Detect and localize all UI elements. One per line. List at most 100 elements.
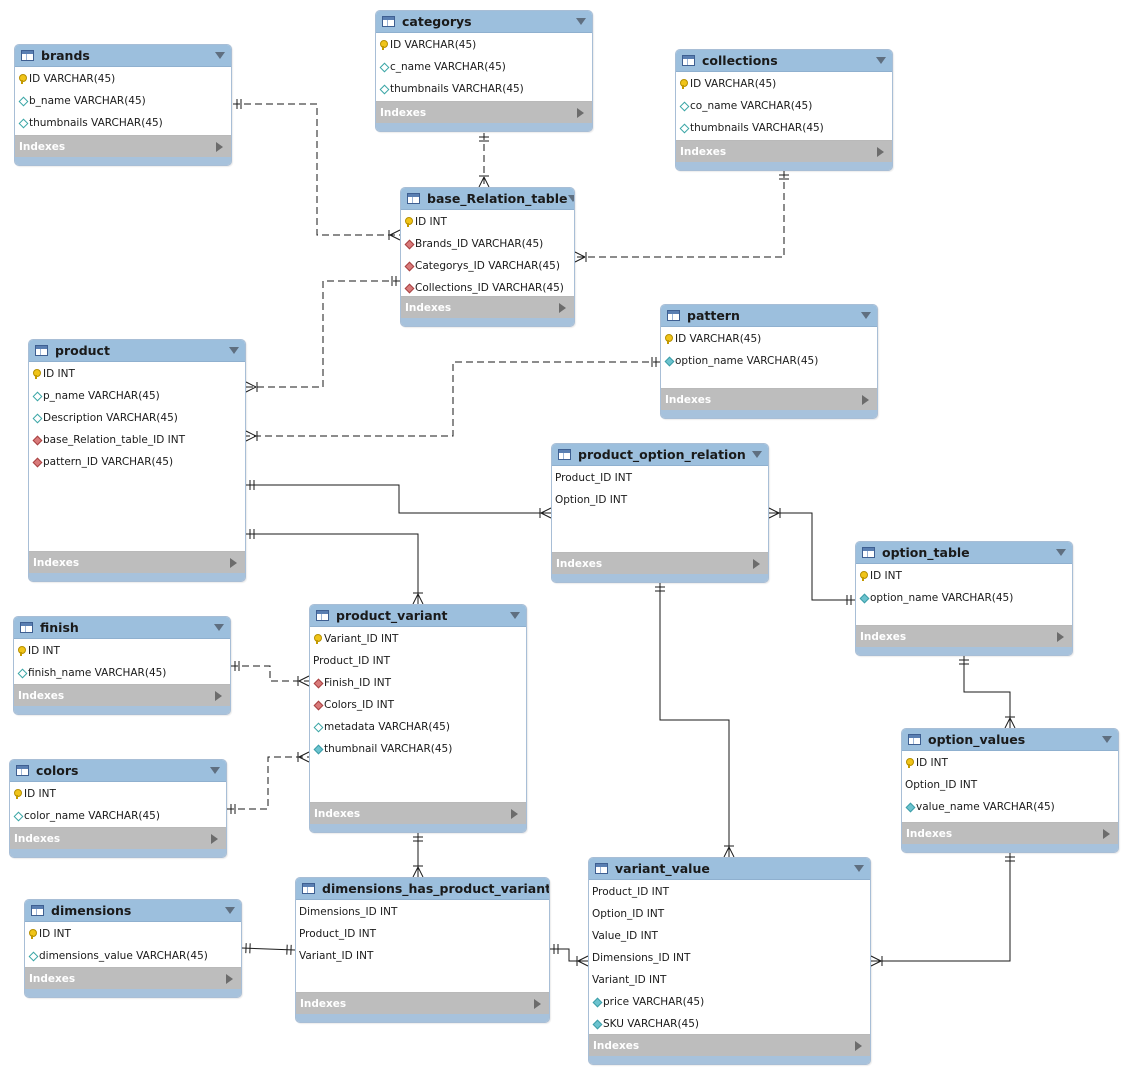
indexes-section[interactable]: Indexes: [296, 992, 549, 1022]
table-header[interactable]: finish: [14, 617, 230, 639]
relationship-dimensions-to-dimensions-has-product-variant[interactable]: [241, 943, 296, 955]
collapse-caret-icon[interactable]: [215, 52, 225, 59]
column-row[interactable]: finish_name VARCHAR(45): [14, 662, 230, 684]
column-row[interactable]: Product_ID INT: [552, 467, 768, 489]
column-row[interactable]: ID VARCHAR(45): [376, 34, 592, 56]
collapse-caret-icon[interactable]: [752, 451, 762, 458]
expand-arrow-icon[interactable]: [559, 302, 566, 313]
column-row[interactable]: Variant_ID INT: [589, 969, 870, 991]
table-header[interactable]: collections: [676, 50, 892, 72]
indexes-section[interactable]: Indexes: [10, 827, 226, 857]
table-header[interactable]: variant_value: [589, 858, 870, 880]
table-header[interactable]: product_variant: [310, 605, 526, 627]
expand-arrow-icon[interactable]: [855, 1040, 862, 1051]
column-row[interactable]: thumbnails VARCHAR(45): [376, 78, 592, 100]
column-row[interactable]: Brands_ID VARCHAR(45): [401, 233, 574, 255]
table-header[interactable]: option_table: [856, 542, 1072, 564]
indexes-section[interactable]: Indexes: [376, 101, 592, 131]
column-row[interactable]: option_name VARCHAR(45): [856, 587, 1072, 609]
column-row[interactable]: ID INT: [401, 211, 574, 233]
column-row[interactable]: ID INT: [902, 752, 1118, 774]
column-row[interactable]: Variant_ID INT: [296, 945, 549, 967]
column-row[interactable]: c_name VARCHAR(45): [376, 56, 592, 78]
column-row[interactable]: Collections_ID VARCHAR(45): [401, 277, 574, 299]
column-row[interactable]: Value_ID INT: [589, 925, 870, 947]
table-header[interactable]: product: [29, 340, 245, 362]
column-row[interactable]: ID INT: [14, 640, 230, 662]
indexes-section[interactable]: Indexes: [15, 135, 231, 165]
column-row[interactable]: Dimensions_ID INT: [589, 947, 870, 969]
relationship-categorys-to-base-relation-table[interactable]: [478, 133, 490, 188]
column-row[interactable]: ID INT: [856, 565, 1072, 587]
column-row[interactable]: thumbnails VARCHAR(45): [676, 117, 892, 139]
column-row[interactable]: SKU VARCHAR(45): [589, 1013, 870, 1035]
collapse-caret-icon[interactable]: [1102, 736, 1112, 743]
column-row[interactable]: Product_ID INT: [296, 923, 549, 945]
expand-arrow-icon[interactable]: [216, 141, 223, 152]
table-header[interactable]: colors: [10, 760, 226, 782]
relationship-dimensions-has-product-variant-to-variant-value[interactable]: [550, 944, 589, 967]
relationship-product-option-relation-to-variant-value[interactable]: [655, 583, 735, 858]
expand-arrow-icon[interactable]: [511, 808, 518, 819]
collapse-caret-icon[interactable]: [229, 347, 239, 354]
indexes-section[interactable]: Indexes: [25, 967, 241, 997]
column-row[interactable]: co_name VARCHAR(45): [676, 95, 892, 117]
column-row[interactable]: ID VARCHAR(45): [676, 73, 892, 95]
column-row[interactable]: ID INT: [25, 923, 241, 945]
column-row[interactable]: thumbnail VARCHAR(45): [310, 738, 526, 760]
column-row[interactable]: option_name VARCHAR(45): [661, 350, 877, 372]
indexes-section[interactable]: Indexes: [661, 388, 877, 418]
indexes-section[interactable]: Indexes: [589, 1034, 870, 1064]
relationship-product-variant-to-dimensions-has-product-variant[interactable]: [412, 833, 424, 878]
column-row[interactable]: p_name VARCHAR(45): [29, 385, 245, 407]
relationship-collections-to-base-relation-table[interactable]: [574, 171, 789, 263]
collapse-caret-icon[interactable]: [510, 612, 520, 619]
table-header[interactable]: dimensions: [25, 900, 241, 922]
collapse-caret-icon[interactable]: [567, 195, 574, 202]
column-row[interactable]: color_name VARCHAR(45): [10, 805, 226, 827]
column-row[interactable]: Option_ID INT: [552, 489, 768, 511]
expand-arrow-icon[interactable]: [211, 833, 218, 844]
column-row[interactable]: Finish_ID INT: [310, 672, 526, 694]
collapse-caret-icon[interactable]: [854, 865, 864, 872]
expand-arrow-icon[interactable]: [1057, 631, 1064, 642]
expand-arrow-icon[interactable]: [753, 558, 760, 569]
column-row[interactable]: metadata VARCHAR(45): [310, 716, 526, 738]
collapse-caret-icon[interactable]: [1056, 549, 1066, 556]
indexes-section[interactable]: Indexes: [310, 802, 526, 832]
column-row[interactable]: Option_ID INT: [589, 903, 870, 925]
column-row[interactable]: price VARCHAR(45): [589, 991, 870, 1013]
column-row[interactable]: Colors_ID INT: [310, 694, 526, 716]
column-row[interactable]: thumbnails VARCHAR(45): [15, 112, 231, 134]
table-header[interactable]: categorys: [376, 11, 592, 33]
column-row[interactable]: Product_ID INT: [589, 881, 870, 903]
collapse-caret-icon[interactable]: [214, 624, 224, 631]
indexes-section[interactable]: Indexes: [902, 822, 1118, 852]
table-header[interactable]: pattern: [661, 305, 877, 327]
table-header[interactable]: product_option_relation: [552, 444, 768, 466]
column-row[interactable]: base_Relation_table_ID INT: [29, 429, 245, 451]
expand-arrow-icon[interactable]: [226, 973, 233, 984]
expand-arrow-icon[interactable]: [215, 690, 222, 701]
collapse-caret-icon[interactable]: [576, 18, 586, 25]
indexes-section[interactable]: Indexes: [401, 296, 574, 326]
relationship-option-table-to-product-option-relation[interactable]: [768, 507, 855, 605]
relationship-product-to-product-option-relation[interactable]: [246, 480, 552, 519]
relationship-base-relation-table-to-product[interactable]: [245, 276, 400, 393]
column-row[interactable]: Option_ID INT: [902, 774, 1118, 796]
column-row[interactable]: ID VARCHAR(45): [661, 328, 877, 350]
relationship-pattern-to-product[interactable]: [245, 357, 660, 442]
relationship-product-to-product-variant[interactable]: [246, 529, 424, 605]
table-header[interactable]: option_values: [902, 729, 1118, 751]
expand-arrow-icon[interactable]: [534, 998, 541, 1009]
